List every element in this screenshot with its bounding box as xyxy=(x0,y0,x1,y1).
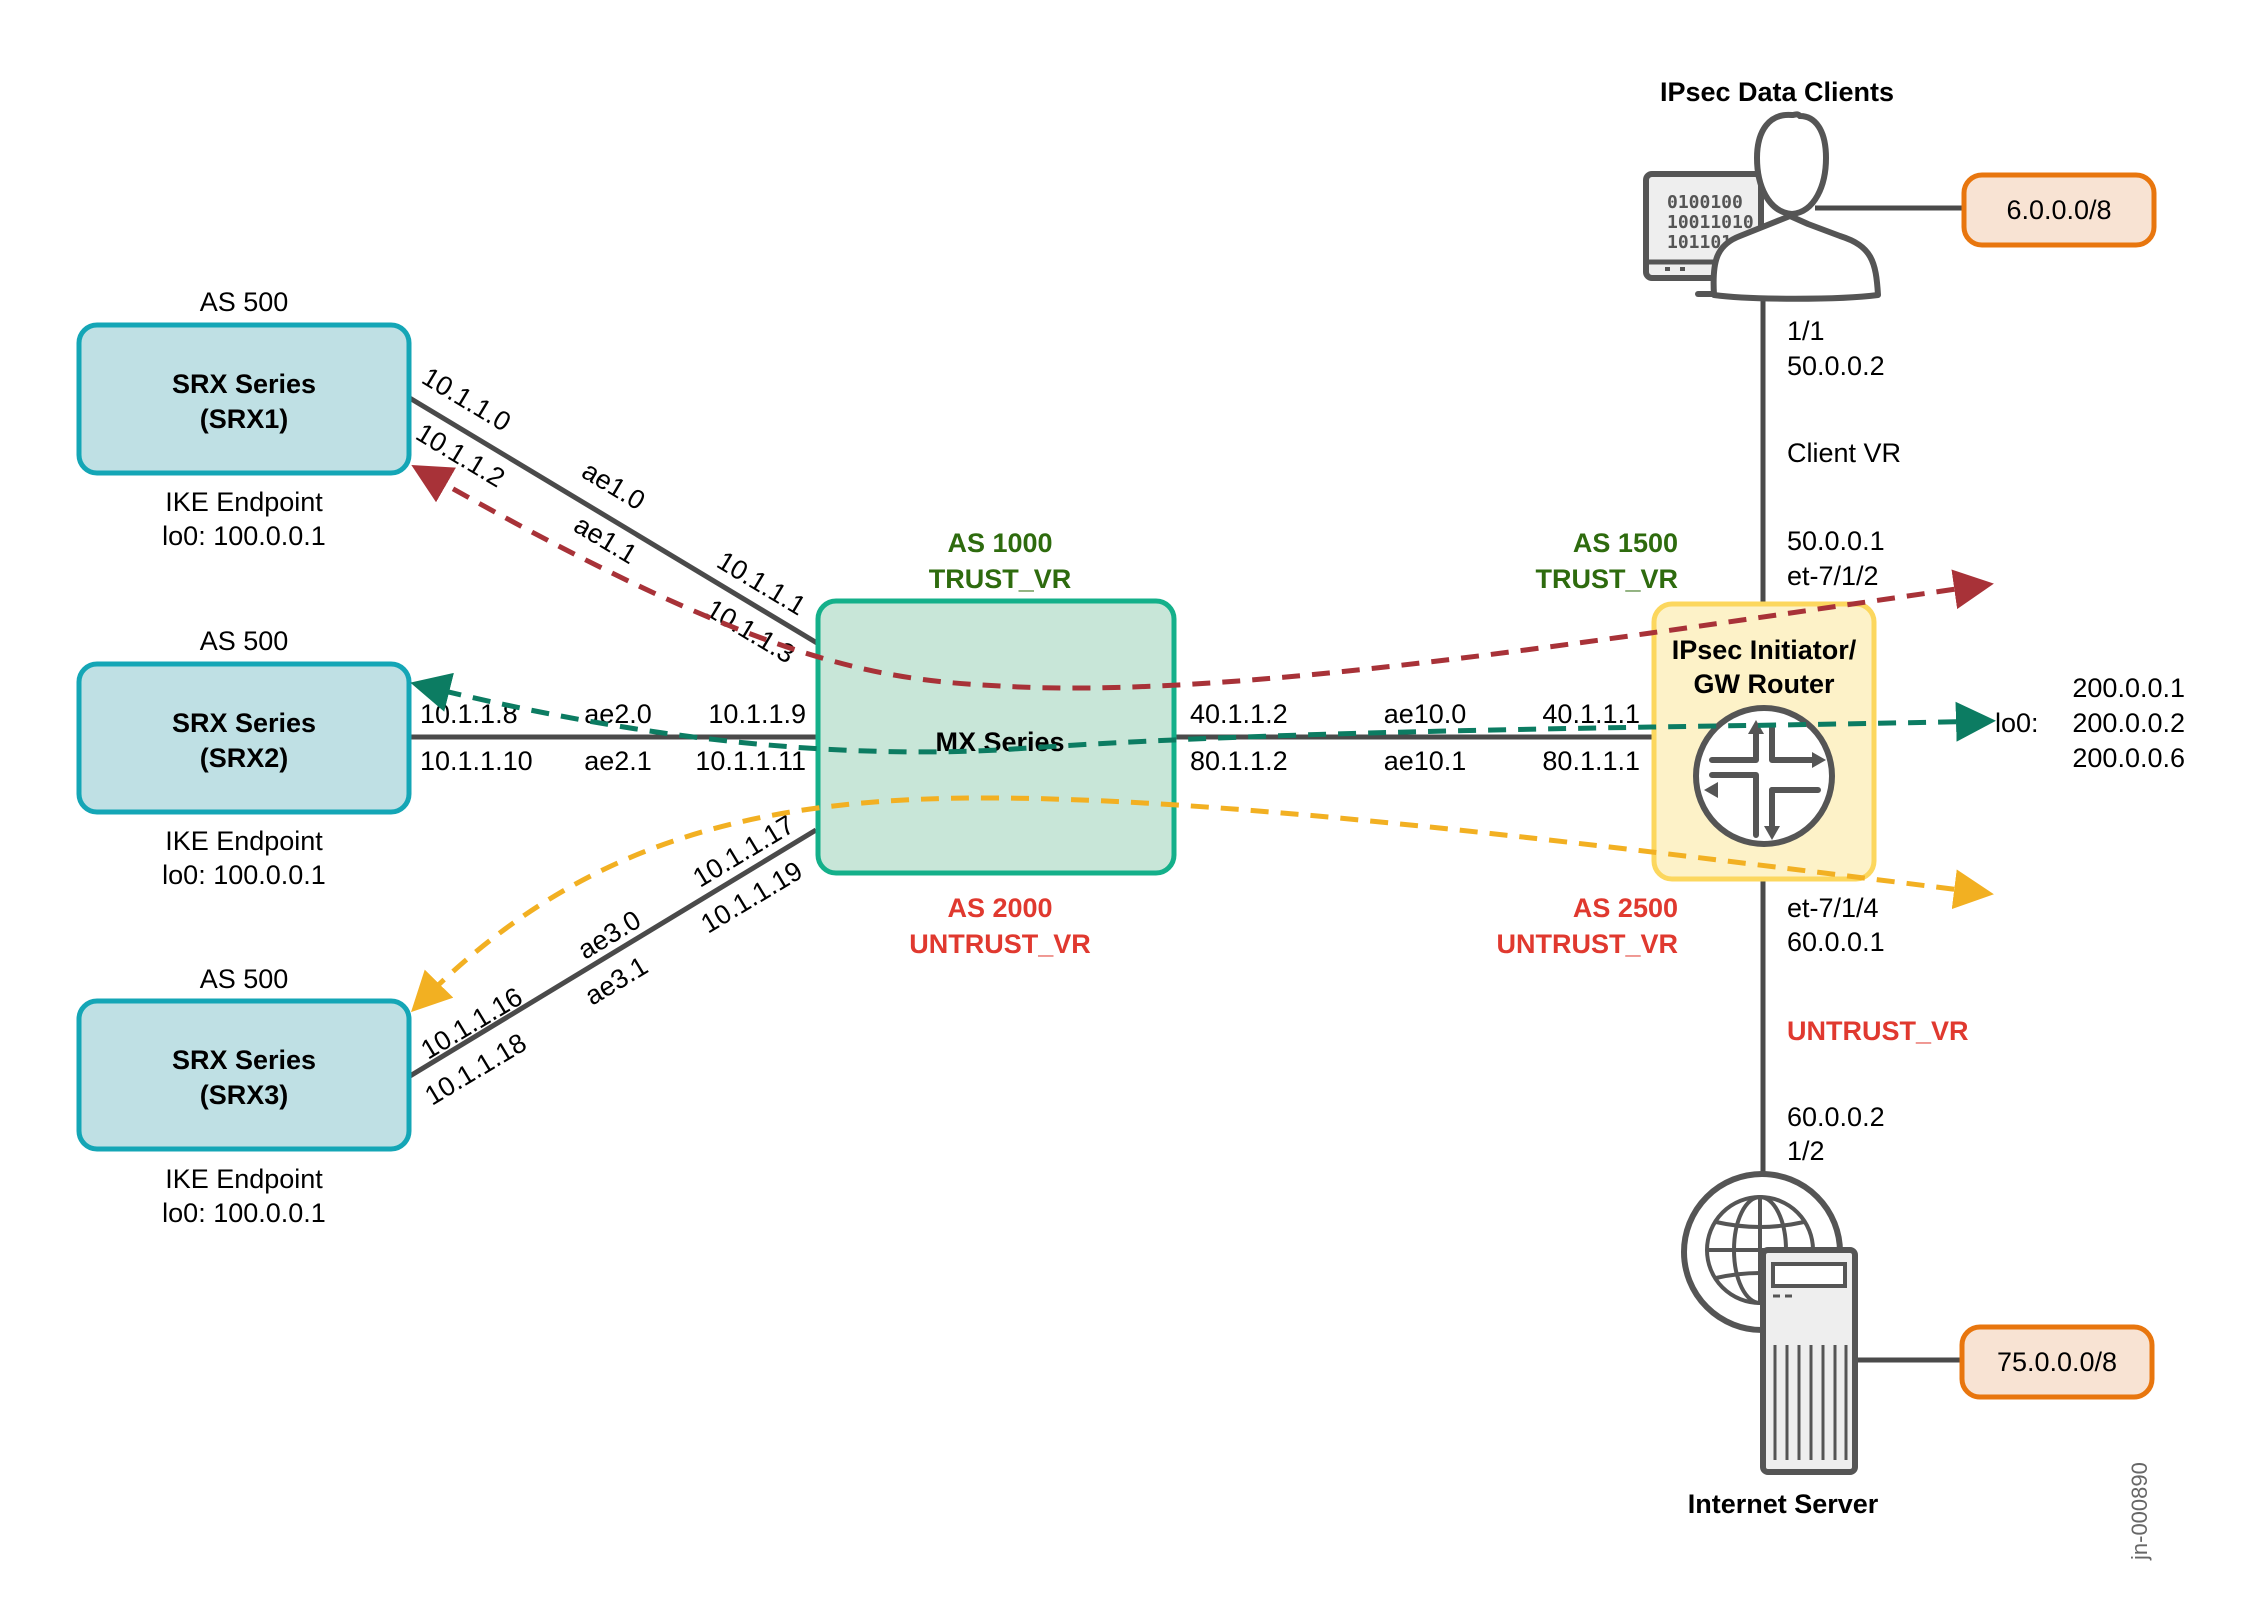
mx-untrust-as: AS 2000 xyxy=(947,893,1052,923)
link-srx1-labels: 10.1.1.0 10.1.1.2 ae1.0 ae1.1 10.1.1.1 1… xyxy=(411,361,811,669)
srx1-box[interactable] xyxy=(76,322,412,476)
link-mx-gw-gw-ip-a: 40.1.1.1 xyxy=(1542,699,1640,729)
srx2-loopback: lo0: 100.0.0.1 xyxy=(162,860,326,890)
gw-loopbacks: lo0: 200.0.0.1 200.0.0.2 200.0.0.6 xyxy=(1995,673,2185,773)
screen-line-3: 101101 xyxy=(1667,232,1732,253)
link-mx-gw-mx-ip-a: 40.1.1.2 xyxy=(1190,699,1288,729)
link-mx-gw-mx-ip-b: 80.1.1.2 xyxy=(1190,746,1288,776)
mx-trust-vr: TRUST_VR xyxy=(929,564,1072,594)
mx-trust-as: AS 1000 xyxy=(947,528,1052,558)
person-head xyxy=(1753,111,1830,218)
client-vr: Client VR xyxy=(1787,438,1901,468)
gw-loopback-label: lo0: xyxy=(1995,708,2039,738)
srx2-role: IKE Endpoint xyxy=(165,826,323,856)
srx3-subtitle: (SRX3) xyxy=(200,1080,289,1110)
mx-untrust-vr: UNTRUST_VR xyxy=(909,929,1091,959)
server-port: 1/2 xyxy=(1787,1136,1825,1166)
server-title: Internet Server xyxy=(1688,1489,1879,1519)
gw-title-line1: IPsec Initiator/ xyxy=(1672,635,1857,665)
internet-server-icon xyxy=(1681,1171,1858,1475)
srx1-role: IKE Endpoint xyxy=(165,487,323,517)
mx-node[interactable]: AS 1000 TRUST_VR MX Series AS 2000 UNTRU… xyxy=(815,528,1177,959)
link-srx1-mx xyxy=(406,394,819,646)
gw-trust-as: AS 1500 xyxy=(1573,528,1678,558)
srx3-role: IKE Endpoint xyxy=(165,1164,323,1194)
srx3-box[interactable] xyxy=(76,998,412,1152)
srx2-subtitle: (SRX2) xyxy=(200,743,289,773)
gw-client-ip: 50.0.0.1 xyxy=(1787,526,1885,556)
link-srx2-ifl-b: ae2.1 xyxy=(584,746,652,776)
link-mx-gw-gw-ip-b: 80.1.1.1 xyxy=(1542,746,1640,776)
link-srx2-mx-ip-b: 10.1.1.11 xyxy=(695,746,806,776)
server-prefix-label: 75.0.0.0/8 xyxy=(1997,1347,2117,1377)
client-prefix-label: 6.0.0.0/8 xyxy=(2006,195,2111,225)
srx2-title: SRX Series xyxy=(172,708,316,738)
screen-line-2: 10011010 xyxy=(1667,212,1754,233)
gw-untrust-vr: UNTRUST_VR xyxy=(1496,929,1678,959)
srx1-as-label: AS 500 xyxy=(200,287,289,317)
clients-title: IPsec Data Clients xyxy=(1660,77,1894,107)
client-port: 1/1 xyxy=(1787,316,1825,346)
srx3-title: SRX Series xyxy=(172,1045,316,1075)
gw-server-port: et-7/1/4 xyxy=(1787,893,1879,923)
srx2-box[interactable] xyxy=(76,661,412,815)
server-prefix-box[interactable] xyxy=(1959,1324,2155,1400)
srx2-as-label: AS 500 xyxy=(200,626,289,656)
srx1-title: SRX Series xyxy=(172,369,316,399)
client-prefix-box[interactable] xyxy=(1961,172,2157,248)
screen-line-1: 0100100 xyxy=(1667,192,1743,213)
person-body xyxy=(1710,213,1881,302)
link-mx-gw-ifl-b: ae10.1 xyxy=(1384,746,1467,776)
srx1-node[interactable]: AS 500 SRX Series (SRX1) IKE Endpoint lo… xyxy=(76,287,412,551)
link-srx2-mx-ip-a: 10.1.1.9 xyxy=(708,699,806,729)
srx1-loopback: lo0: 100.0.0.1 xyxy=(162,521,326,551)
srx3-loopback: lo0: 100.0.0.1 xyxy=(162,1198,326,1228)
server-vr: UNTRUST_VR xyxy=(1787,1016,1969,1046)
link-srx2-srx-ip-b: 10.1.1.10 xyxy=(420,746,533,776)
ipsec-data-clients[interactable]: IPsec Data Clients 0100100 10011010 1011… xyxy=(1643,77,1894,302)
server-link-labels: et-7/1/4 60.0.0.1 UNTRUST_VR 60.0.0.2 1/… xyxy=(1787,893,1969,1166)
server-ip: 60.0.0.2 xyxy=(1787,1102,1885,1132)
internet-server[interactable]: Internet Server xyxy=(1681,1171,1879,1519)
srx3-as-label: AS 500 xyxy=(200,964,289,994)
server-tower-icon xyxy=(1760,1247,1858,1475)
user-at-computer-icon: 0100100 10011010 101101 xyxy=(1643,111,1881,302)
figure-id: jn-000890 xyxy=(2127,1462,2152,1561)
link-srx3-labels: 10.1.1.16 10.1.1.18 ae3.0 ae3.1 10.1.1.1… xyxy=(416,809,808,1111)
client-prefix-node[interactable]: 6.0.0.0/8 xyxy=(1961,172,2157,248)
gw-trust-vr: TRUST_VR xyxy=(1535,564,1678,594)
server-prefix-node[interactable]: 75.0.0.0/8 xyxy=(1959,1324,2155,1400)
gw-loopback-2: 200.0.0.2 xyxy=(2072,708,2185,738)
link-mx-gw-ifl-a: ae10.0 xyxy=(1384,699,1467,729)
router-icon xyxy=(1693,705,1835,847)
flow-srx2 xyxy=(410,672,1996,755)
client-link-labels: 1/1 50.0.0.2 Client VR 50.0.0.1 et-7/1/2 xyxy=(1787,316,1901,591)
srx3-node[interactable]: AS 500 SRX Series (SRX3) IKE Endpoint lo… xyxy=(76,964,412,1228)
gw-server-ip: 60.0.0.1 xyxy=(1787,927,1885,957)
gw-loopback-3: 200.0.0.6 xyxy=(2072,743,2185,773)
gw-client-port: et-7/1/2 xyxy=(1787,561,1879,591)
gw-untrust-as: AS 2500 xyxy=(1573,893,1678,923)
client-ip: 50.0.0.2 xyxy=(1787,351,1885,381)
srx1-subtitle: (SRX1) xyxy=(200,404,289,434)
gw-title-line2: GW Router xyxy=(1694,669,1835,699)
srx2-node[interactable]: AS 500 SRX Series (SRX2) IKE Endpoint lo… xyxy=(76,626,412,890)
flow-srx3 xyxy=(410,795,1994,1013)
gw-loopback-1: 200.0.0.1 xyxy=(2072,673,2185,703)
